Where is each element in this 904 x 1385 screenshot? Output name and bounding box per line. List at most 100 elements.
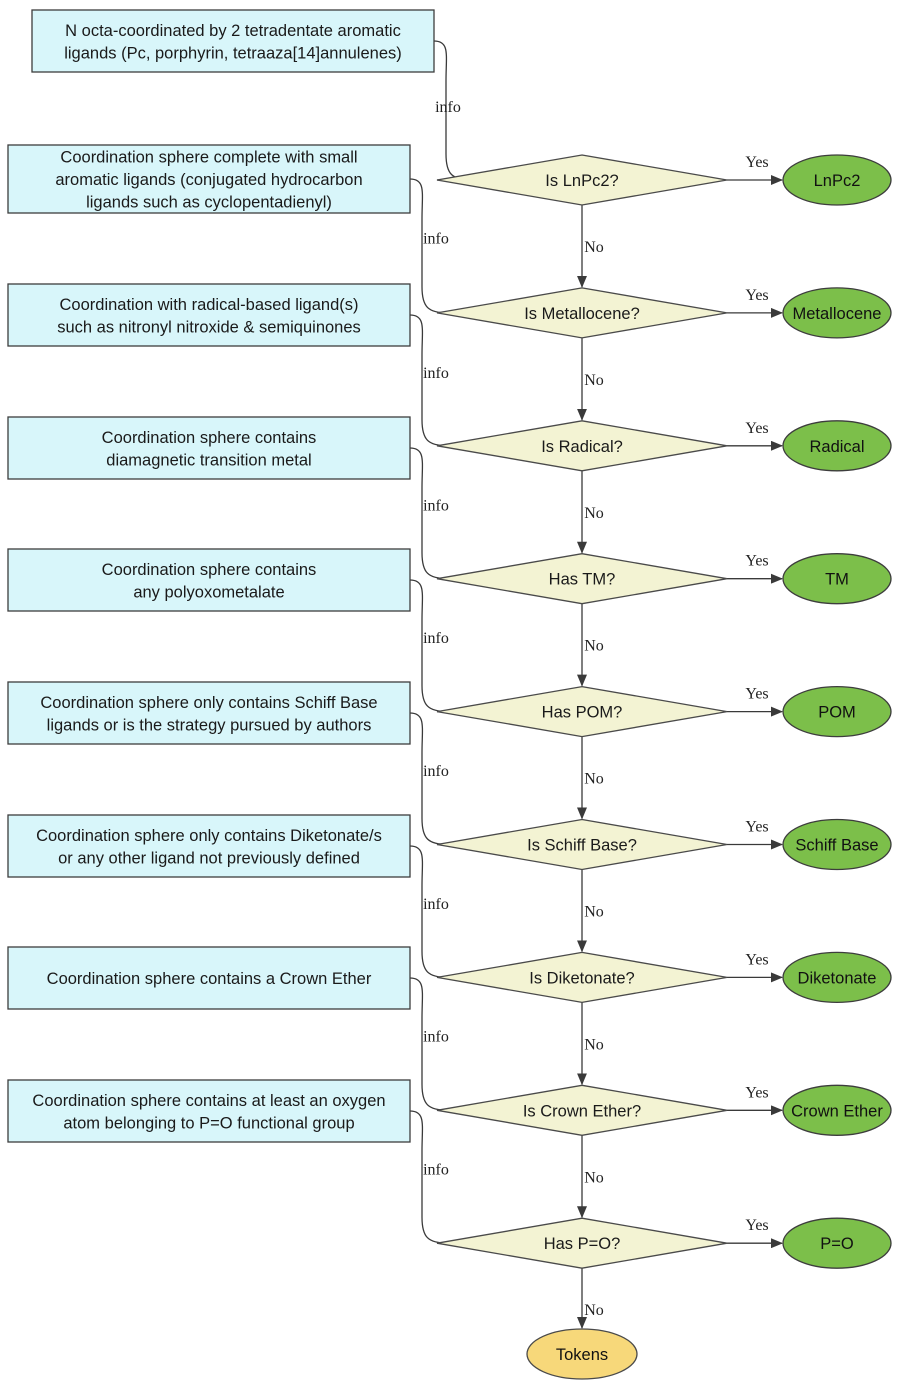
- info-label-7: info: [423, 896, 449, 913]
- result-p-o: [782, 1217, 892, 1269]
- yes-label-is-lnpc2: Yes: [745, 154, 768, 171]
- info-box-4-line-2: diamagnetic transition metal: [106, 451, 311, 469]
- info-box-7: [7, 814, 411, 878]
- info-connector-3: [409, 314, 449, 447]
- result-label-diketonate: Diketonate: [798, 969, 877, 987]
- yes-label-is-diketonate: Yes: [745, 951, 768, 968]
- info-box-9: [7, 1079, 411, 1143]
- no-label-is-schiff-base: No: [584, 904, 604, 921]
- info-label-8: info: [423, 1029, 449, 1046]
- info-box-5-line-2: any polyoxometalate: [133, 583, 284, 601]
- decision-label-has-pom: Has POM?: [542, 704, 623, 722]
- info-connector-6: [409, 712, 449, 846]
- info-box-6-line-1: Coordination sphere only contains Schiff…: [40, 694, 377, 712]
- info-box-6-line-2: ligands or is the strategy pursued by au…: [47, 716, 372, 734]
- info-connector-7: [409, 845, 449, 979]
- info-box-2-line-3: ligands such as cyclopentadienyl): [86, 194, 332, 212]
- result-label-pom: POM: [818, 704, 856, 722]
- result-schiff-base: [782, 818, 892, 871]
- info-box-1-line-1: N octa-coordinated by 2 tetradentate aro…: [65, 22, 401, 40]
- decision-has-tm: [436, 553, 728, 605]
- info-box-9-line-2: atom belonging to P=O functional group: [63, 1114, 354, 1132]
- decision-label-is-schiff-base: Is Schiff Base?: [527, 837, 637, 855]
- yes-label-is-radical: Yes: [745, 420, 768, 437]
- info-box-2-line-1: Coordination sphere complete with small: [60, 149, 357, 167]
- result-label-p-o: P=O: [820, 1235, 854, 1253]
- info-box-5-line-1: Coordination sphere contains: [102, 561, 317, 579]
- result-label-tm: TM: [825, 571, 849, 589]
- result-label-crown-ether: Crown Ether: [791, 1102, 883, 1120]
- no-label-has-pom: No: [584, 771, 604, 788]
- decision-label-has-tm: Has TM?: [549, 571, 616, 589]
- result-pom: [782, 685, 892, 738]
- info-label-6: info: [423, 763, 449, 780]
- no-label-is-crown-ether: No: [584, 1169, 604, 1186]
- info-box-8: [7, 946, 411, 1010]
- info-label-1: info: [435, 99, 461, 116]
- yes-label-is-crown-ether: Yes: [745, 1084, 768, 1101]
- info-box-8-line-1: Coordination sphere contains a Crown Eth…: [47, 970, 372, 988]
- decision-label-is-crown-ether: Is Crown Ether?: [523, 1102, 641, 1120]
- yes-label-is-metallocene: Yes: [745, 287, 768, 304]
- yes-label-has-tm: Yes: [745, 553, 768, 570]
- decision-label-is-radical: Is Radical?: [541, 438, 623, 456]
- result-metallocene: [782, 287, 892, 339]
- decision-is-crown-ether: [436, 1084, 728, 1136]
- info-box-3: [7, 283, 411, 347]
- info-box-9-line-1: Coordination sphere contains at least an…: [32, 1092, 385, 1110]
- decision-is-radical: [436, 420, 728, 472]
- result-label-schiff-base: Schiff Base: [795, 837, 878, 855]
- decision-label-is-diketonate: Is Diketonate?: [529, 969, 634, 987]
- info-label-4: info: [423, 498, 449, 515]
- info-box-3-line-2: such as nitronyl nitroxide & semiquinone…: [57, 318, 361, 336]
- info-box-6: [7, 681, 411, 745]
- info-box-1: [31, 9, 435, 73]
- info-connector-9: [409, 1110, 449, 1244]
- yes-label-has-p-o: Yes: [745, 1217, 768, 1234]
- no-label-is-metallocene: No: [584, 372, 604, 389]
- info-box-3-line-1: Coordination with radical-based ligand(s…: [60, 296, 359, 314]
- decision-has-p-o: [436, 1217, 728, 1269]
- decision-label-is-lnpc2: Is LnPc2?: [545, 172, 618, 190]
- info-box-2-line-2: aromatic ligands (conjugated hydrocarbon: [55, 171, 362, 189]
- info-label-3: info: [423, 365, 449, 382]
- info-box-7-line-1: Coordination sphere only contains Diketo…: [36, 827, 382, 845]
- info-box-4-line-1: Coordination sphere contains: [102, 429, 317, 447]
- no-label-has-tm: No: [584, 638, 604, 655]
- no-label-is-diketonate: No: [584, 1036, 604, 1053]
- info-box-7-line-2: or any other ligand not previously defin…: [58, 849, 360, 867]
- decision-is-lnpc2: [436, 154, 728, 206]
- decision-label-has-p-o: Has P=O?: [544, 1235, 621, 1253]
- result-lnpc2: [782, 154, 892, 206]
- result-label-metallocene: Metallocene: [793, 305, 882, 323]
- nodes: N octa-coordinated by 2 tetradentate aro…: [7, 9, 892, 1380]
- info-box-5: [7, 548, 411, 612]
- result-tm: [782, 553, 892, 605]
- yes-label-has-pom: Yes: [745, 686, 768, 703]
- decision-is-diketonate: [436, 951, 728, 1004]
- info-connector-8: [409, 977, 449, 1111]
- info-box-1-line-2: ligands (Pc, porphyrin, tetraaza[14]annu…: [64, 44, 402, 62]
- decision-label-is-metallocene: Is Metallocene?: [524, 305, 640, 323]
- result-crown-ether: [782, 1084, 892, 1136]
- yes-label-is-schiff-base: Yes: [745, 819, 768, 836]
- edges: infoYesNoinfoYesNoinfoYesNoinfoYesNoinfo…: [409, 40, 783, 1329]
- info-box-2: [7, 144, 411, 214]
- terminal-label: Tokens: [556, 1346, 608, 1364]
- info-label-5: info: [423, 630, 449, 647]
- info-connector-2: [409, 178, 449, 314]
- result-label-lnpc2: LnPc2: [814, 172, 861, 190]
- no-label-is-lnpc2: No: [584, 239, 604, 256]
- info-connector-4: [409, 447, 449, 580]
- decision-is-metallocene: [436, 287, 728, 339]
- result-diketonate: [782, 951, 892, 1004]
- decision-is-schiff-base: [436, 818, 728, 871]
- info-label-9: info: [423, 1161, 449, 1178]
- info-box-4: [7, 416, 411, 480]
- result-radical: [782, 420, 892, 472]
- terminal-tokens: [526, 1328, 638, 1380]
- decision-has-pom: [436, 685, 728, 738]
- result-label-radical: Radical: [809, 438, 864, 456]
- no-label-has-p-o: No: [584, 1302, 604, 1319]
